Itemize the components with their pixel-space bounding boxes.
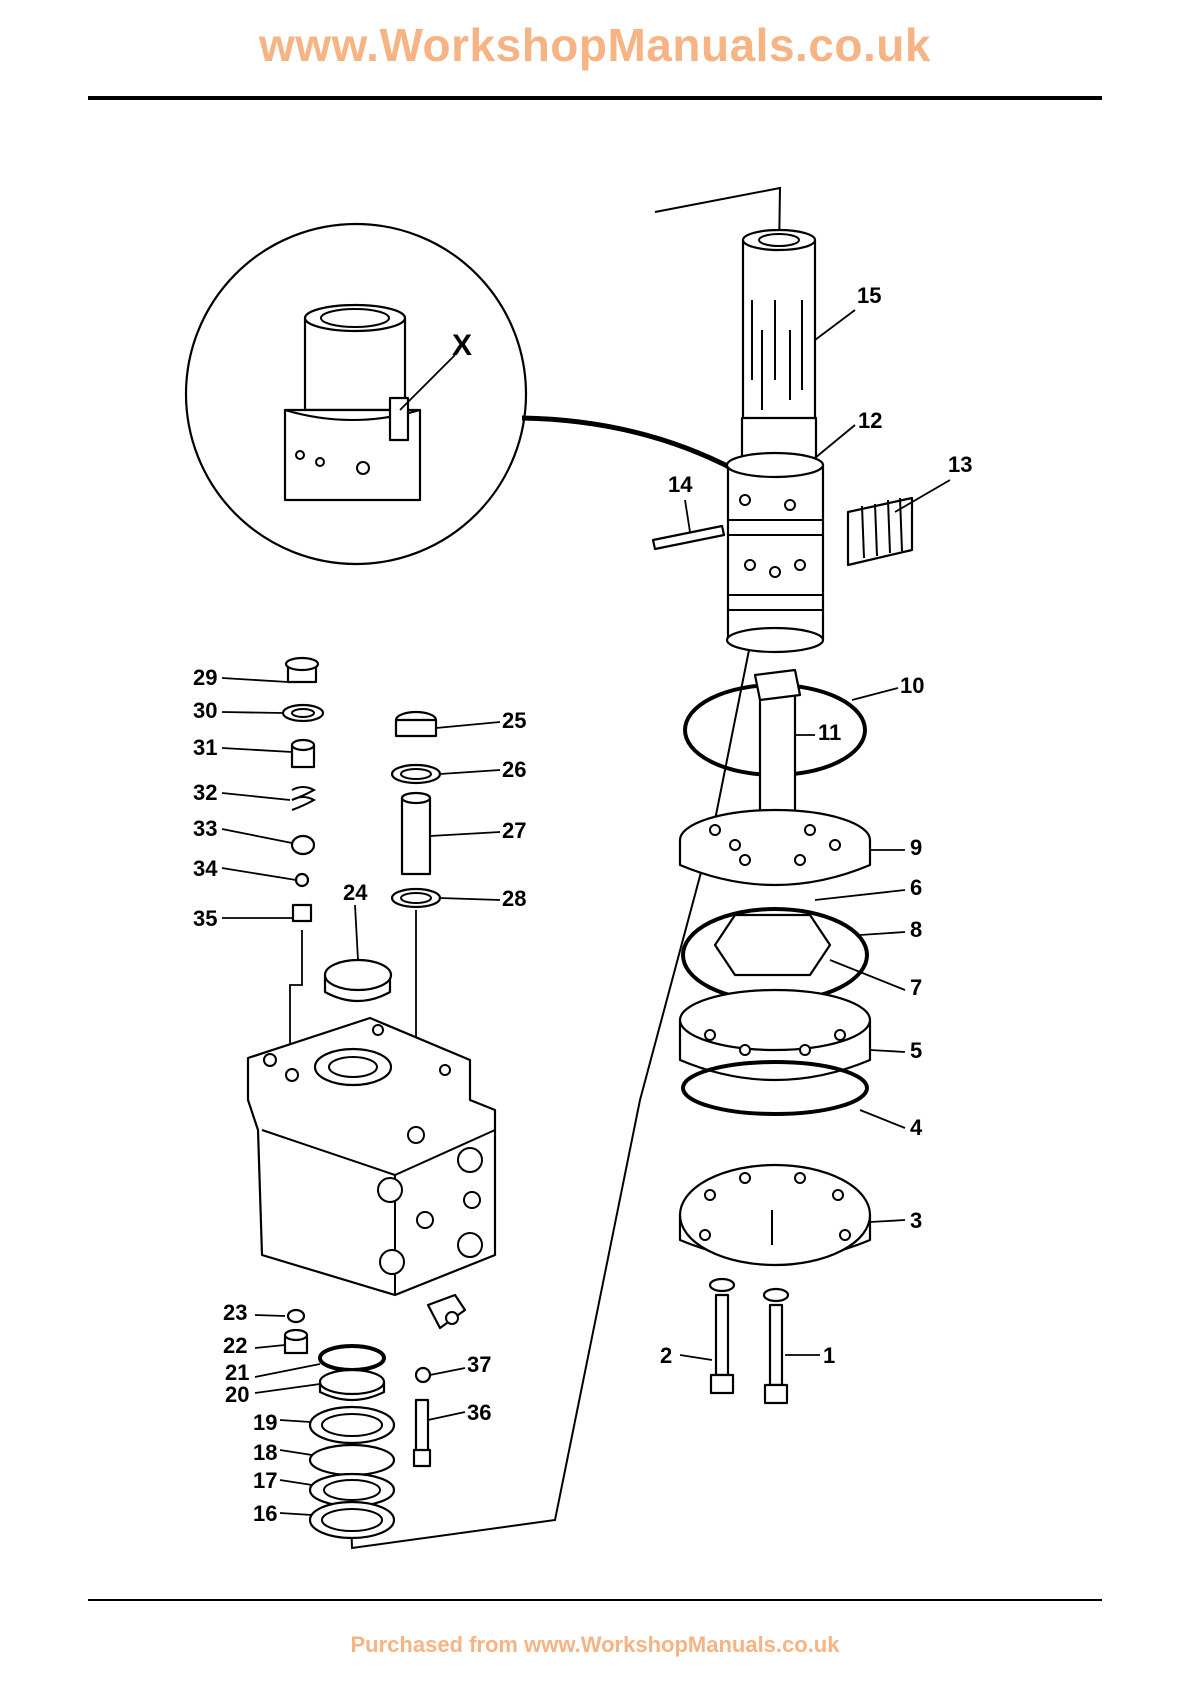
callout-34: 34 bbox=[193, 856, 218, 881]
callout-29: 29 bbox=[193, 665, 217, 690]
callout-9: 9 bbox=[910, 835, 922, 860]
detail-view-x: X bbox=[186, 224, 735, 564]
spool-and-sleeve-assembly bbox=[653, 230, 950, 652]
callout-16: 16 bbox=[253, 1501, 277, 1526]
callout-27: 27 bbox=[502, 818, 526, 843]
relief-valve-parts bbox=[222, 658, 323, 1080]
callout-15: 15 bbox=[857, 283, 881, 308]
callout-21: 21 bbox=[225, 1360, 249, 1385]
callout-36: 36 bbox=[467, 1400, 491, 1425]
callout-18: 18 bbox=[253, 1440, 277, 1465]
callout-30: 30 bbox=[193, 698, 217, 723]
callout-17: 17 bbox=[253, 1468, 277, 1493]
callout-4: 4 bbox=[910, 1115, 923, 1140]
callout-11: 11 bbox=[818, 720, 841, 745]
callout-14: 14 bbox=[668, 472, 693, 497]
valve-housing bbox=[248, 1018, 495, 1328]
callout-33: 33 bbox=[193, 816, 217, 841]
callout-28: 28 bbox=[502, 886, 526, 911]
callout-7: 7 bbox=[910, 975, 922, 1000]
callout-26: 26 bbox=[502, 757, 526, 782]
callout-13: 13 bbox=[948, 452, 972, 477]
callout-12: 12 bbox=[858, 408, 882, 433]
callout-23: 23 bbox=[223, 1300, 247, 1325]
lower-seal-parts bbox=[255, 1310, 465, 1538]
end-cap-and-bolts bbox=[680, 1165, 905, 1403]
callout-1: 1 bbox=[823, 1343, 835, 1368]
callout-19: 19 bbox=[253, 1410, 277, 1435]
callout-31: 31 bbox=[193, 735, 217, 760]
callout-6: 6 bbox=[910, 875, 922, 900]
detail-callout-x: X bbox=[452, 329, 472, 362]
callout-24: 24 bbox=[343, 880, 368, 905]
callout-22: 22 bbox=[223, 1333, 247, 1358]
callout-35: 35 bbox=[193, 906, 217, 931]
callout-2: 2 bbox=[660, 1343, 672, 1368]
callout-32: 32 bbox=[193, 780, 217, 805]
callout-20: 20 bbox=[225, 1382, 249, 1407]
callout-3: 3 bbox=[910, 1208, 922, 1233]
callout-25: 25 bbox=[502, 708, 526, 733]
callout-37: 37 bbox=[467, 1352, 491, 1377]
callout-8: 8 bbox=[910, 917, 922, 942]
callout-5: 5 bbox=[910, 1038, 922, 1063]
gear-set-assembly bbox=[680, 670, 905, 1128]
callout-10: 10 bbox=[900, 673, 924, 698]
